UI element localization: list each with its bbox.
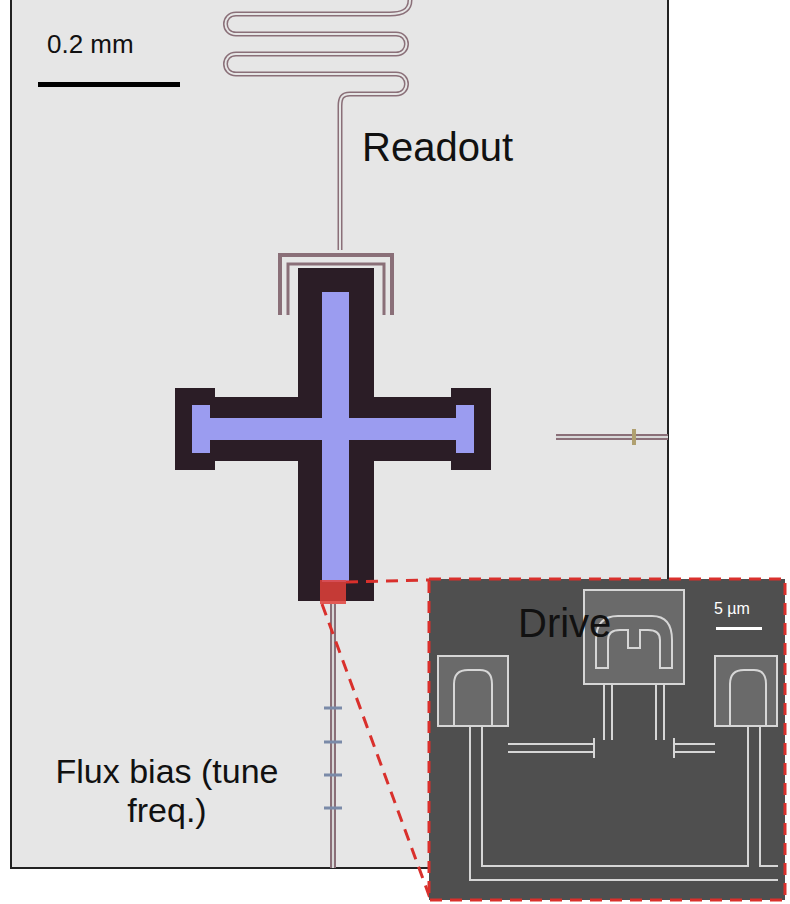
- scale-bar: [38, 82, 180, 87]
- cross-gap: [175, 268, 491, 601]
- sem-inset: [429, 579, 785, 900]
- air-bridges: [324, 708, 342, 808]
- scale-label: 5 µm: [714, 600, 750, 618]
- flux-line-inner: [332, 604, 334, 868]
- inset-scale-bar: [716, 627, 762, 630]
- drive-bridge: [632, 429, 636, 445]
- scale-label: 0.2 mm: [47, 30, 134, 60]
- squid-highlight: [320, 580, 346, 604]
- drive-line-inner: [556, 436, 668, 438]
- part-label: Drive: [518, 600, 611, 646]
- part-label: Flux bias (tune freq.): [52, 752, 282, 830]
- cross-metal: [192, 292, 474, 582]
- sem-structure: [438, 590, 778, 880]
- drive-line: [556, 434, 668, 440]
- zoom-lines: [322, 580, 430, 898]
- part-label: Readout: [362, 124, 513, 170]
